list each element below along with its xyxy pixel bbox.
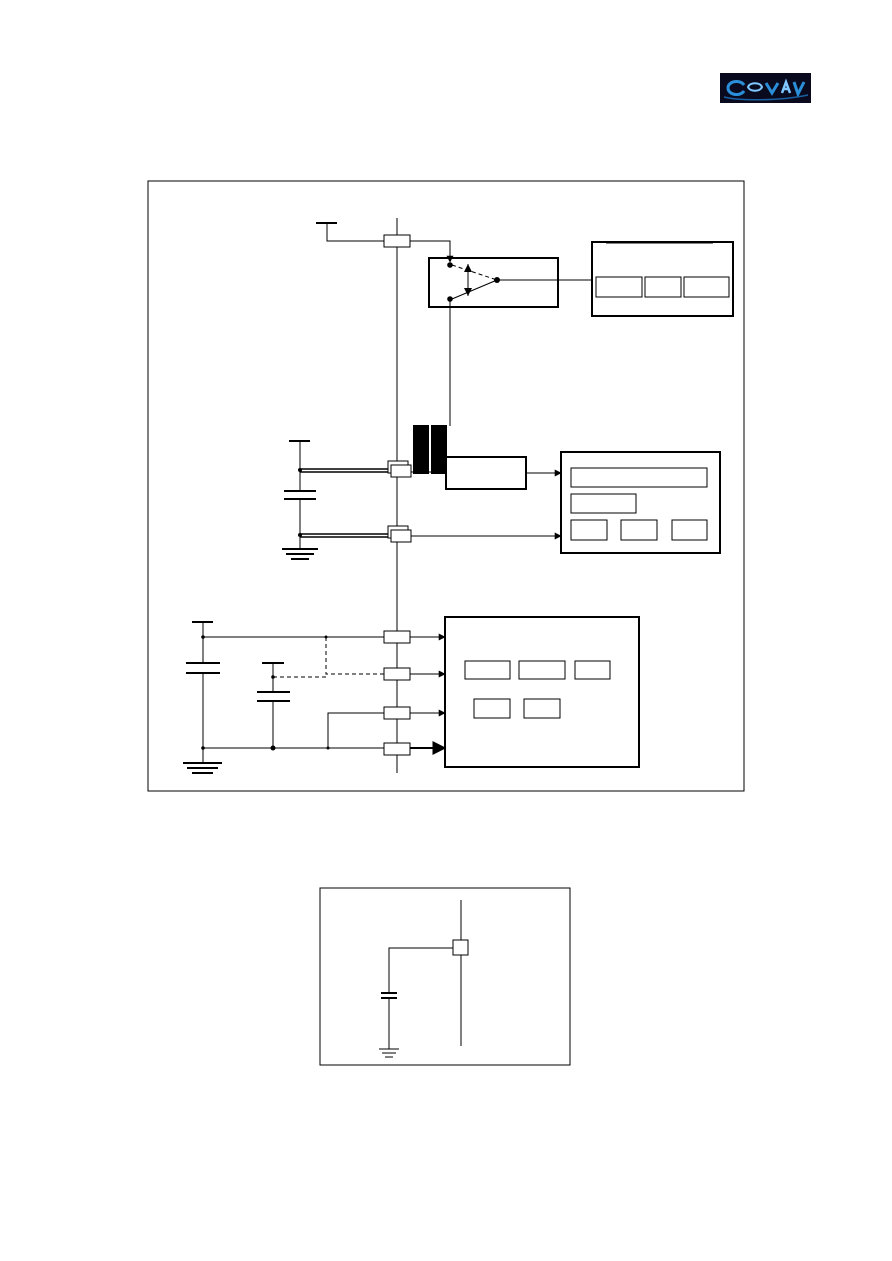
pin-pad-b2	[383, 667, 411, 681]
pin-pad-b4	[383, 742, 411, 756]
clock-field-a	[570, 519, 608, 541]
osc-pad-in	[390, 464, 412, 478]
power-field-1	[464, 660, 511, 680]
clock-field-c	[671, 519, 708, 541]
decoupling-capacitor-detail	[319, 887, 571, 1066]
figure-frame	[147, 180, 745, 792]
clock-field-wide	[570, 467, 708, 488]
pin-pad-b1	[383, 630, 411, 644]
power-and-clock-block-diagram	[147, 180, 745, 792]
switch-node-a	[447, 262, 453, 268]
switch-node-b	[447, 296, 453, 302]
power-field-4	[473, 698, 511, 719]
oscillator-bar-1	[413, 425, 429, 474]
supply-wire-top	[326, 223, 384, 242]
power-control-block	[444, 616, 640, 768]
register-field-3	[683, 276, 730, 298]
switch-contact-dashed	[451, 264, 498, 281]
register-field-2	[644, 276, 682, 298]
pin-pad-top	[383, 234, 411, 248]
switch-block	[428, 257, 559, 308]
wire-row-3	[327, 712, 384, 748]
clock-field-b	[620, 519, 658, 541]
switch-contact-solid	[451, 279, 498, 300]
oscillator-bar-2	[431, 425, 447, 474]
clock-field-mid	[570, 493, 637, 514]
pin-pad-b3	[383, 706, 411, 720]
company-logo	[720, 73, 811, 103]
detail-pin-pad	[452, 939, 469, 956]
node-row-1	[324, 635, 328, 639]
register-field-1	[595, 276, 643, 298]
power-field-3	[574, 660, 611, 680]
detail-frame	[319, 887, 571, 1066]
power-field-5	[523, 698, 561, 719]
company-logo-icon	[720, 73, 811, 103]
node-row-4	[326, 746, 330, 750]
oscillator-block	[445, 456, 527, 490]
osc-pad-out	[390, 529, 412, 543]
detail-wire	[388, 947, 453, 993]
register-block-top	[591, 241, 734, 317]
power-field-2	[518, 660, 566, 680]
wire-row-2-dashed	[325, 637, 384, 675]
wire-to-switch	[410, 240, 454, 263]
clock-control-block	[560, 451, 721, 554]
